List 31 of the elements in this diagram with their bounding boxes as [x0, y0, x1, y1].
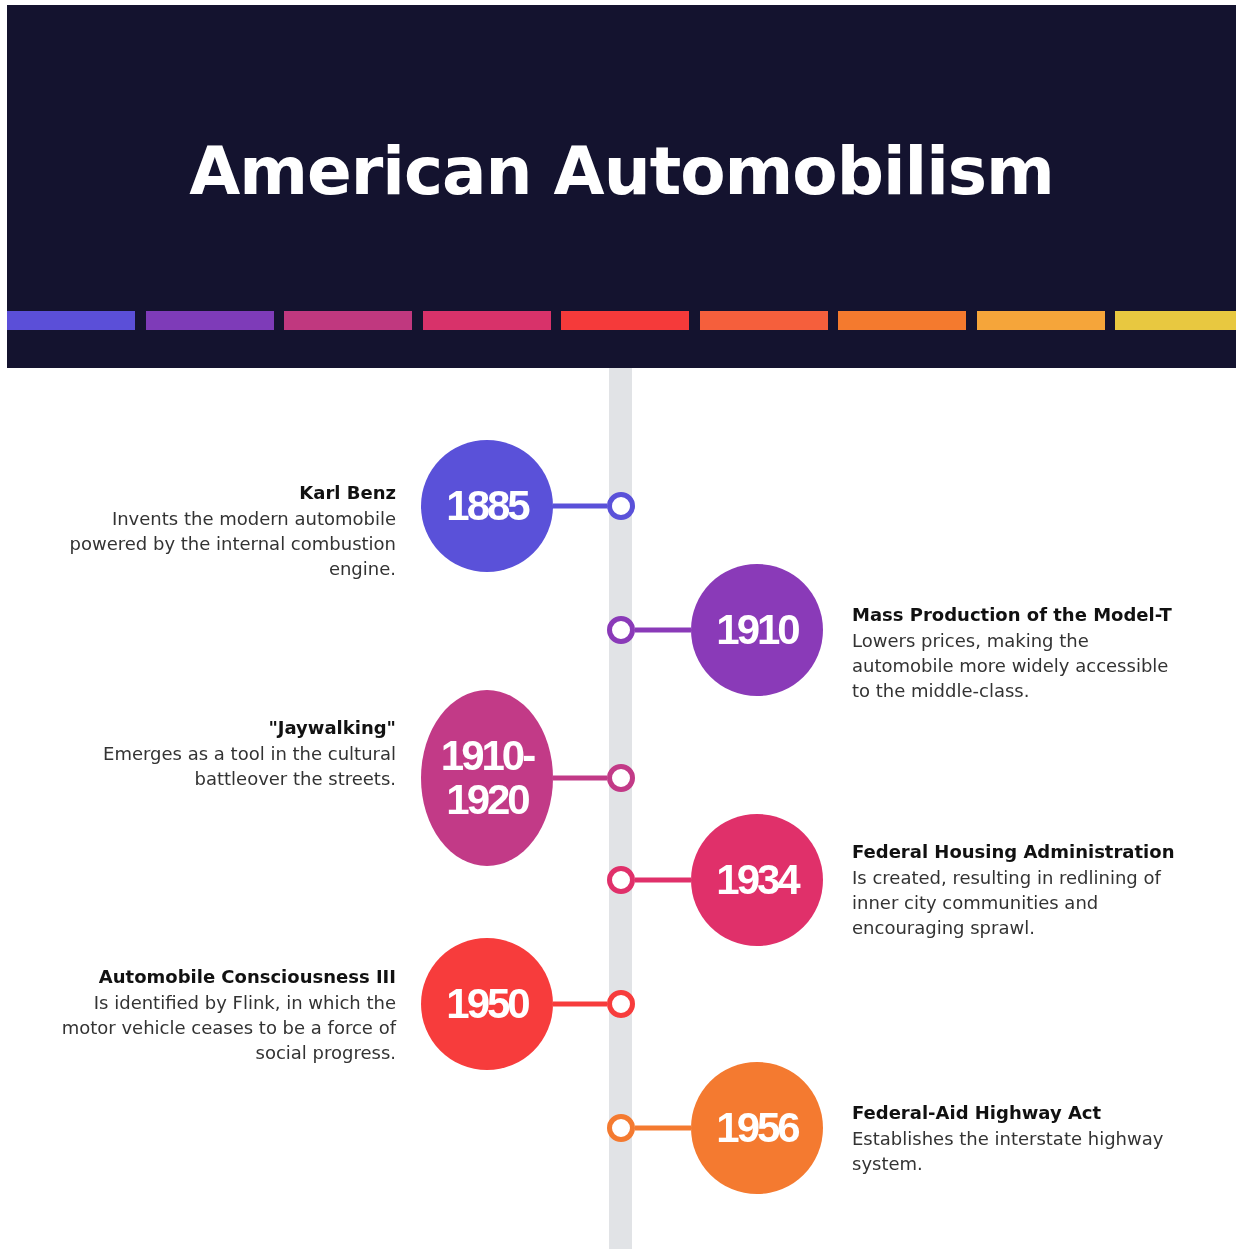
- timeline-ring: [607, 990, 635, 1018]
- connector-line: [635, 1125, 691, 1131]
- timeline-ring: [607, 492, 635, 520]
- connector-line: [635, 877, 691, 883]
- year-circle: 1950: [421, 938, 553, 1070]
- connector-line: [635, 627, 691, 633]
- year-circle: 1910- 1920: [421, 690, 553, 866]
- connector-line: [553, 775, 607, 781]
- event-heading: Federal-Aid Highway Act: [852, 1102, 1103, 1123]
- year-circle: 1910: [691, 564, 823, 696]
- event-description: Lowers prices, making the automobile more widely accessible to the middle-class.: [852, 629, 1170, 703]
- year-circle: 1885: [421, 440, 553, 572]
- timeline-ring: [607, 866, 635, 894]
- connector-line: [553, 503, 607, 509]
- year-circle: 1956: [691, 1062, 823, 1194]
- event-heading: Karl Benz: [298, 482, 396, 503]
- timeline-ring: [607, 1114, 635, 1142]
- timeline-ring: [607, 764, 635, 792]
- event-description: Invents the modern automobile powered by the internal combustion engine.: [68, 507, 396, 581]
- event-description: Is created, resulting in redlining of inner city communities and encouraging sprawl.: [852, 866, 1163, 940]
- event-heading: Automobile Consciousness III: [97, 966, 396, 987]
- event-heading: Federal Housing Administration: [852, 841, 1176, 862]
- event-description: Is identified by Flink, in which the motor vehicle ceases to be a force of social progress.: [60, 991, 396, 1065]
- connector-line: [553, 1001, 607, 1007]
- event-heading: Mass Production of the Model-T: [852, 604, 1173, 625]
- title: American Automobilism: [188, 133, 1055, 210]
- year-circle: 1934: [691, 814, 823, 946]
- event-description: Establishes the interstate highway system.: [852, 1127, 1165, 1176]
- event-description: Emerges as a tool in the cultural battleover the streets.: [102, 742, 396, 791]
- timeline-ring: [607, 616, 635, 644]
- event-heading: "Jaywalking": [267, 717, 396, 738]
